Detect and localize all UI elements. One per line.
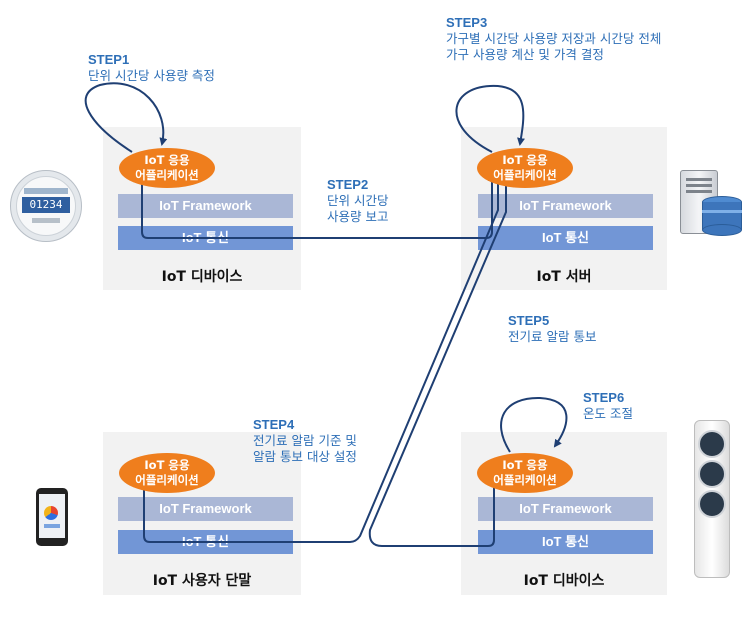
- panel-title-device-bottom: IoT 디바이스: [523, 573, 605, 589]
- app-label-line1: IoT 응용: [502, 458, 548, 472]
- panel-title-server: IoT 서버: [536, 269, 592, 285]
- step2-arrow: [141, 172, 496, 239]
- comm-bar-server: IoT 통신: [478, 226, 653, 250]
- app-label-line2: 어플리케이션: [135, 168, 199, 182]
- server-icon: [680, 170, 742, 240]
- step4-desc-line2: 알람 통보 대상 설정: [253, 449, 357, 464]
- step1-title: STEP1: [88, 52, 130, 67]
- step2-desc-line2: 사용량 보고: [327, 209, 389, 224]
- smart-meter-icon: 01234: [10, 170, 82, 242]
- framework-bar-server: IoT Framework: [478, 194, 653, 218]
- step3-title: STEP3: [446, 15, 488, 30]
- app-ellipse-server: IoT 응용 어플리케이션: [477, 148, 573, 188]
- step6-loop-arrow: [500, 396, 568, 453]
- step5-note: STEP5 전기료 알람 통보: [508, 313, 596, 345]
- step6-desc-line1: 온도 조절: [583, 406, 633, 421]
- framework-bar-user: IoT Framework: [118, 497, 293, 521]
- step2-note: STEP2 단위 시간당 사용량 보고: [327, 177, 388, 225]
- step5-title: STEP5: [508, 313, 550, 328]
- app-label-line1: IoT 응용: [502, 153, 548, 167]
- step4-desc-line1: 전기료 알람 기준 및: [253, 433, 357, 448]
- app-label-line2: 어플리케이션: [493, 473, 557, 487]
- app-ellipse-device-top: IoT 응용 어플리케이션: [119, 148, 215, 188]
- step3-desc-line1: 가구별 시간당 사용량 저장과 시간당 전체: [446, 31, 662, 46]
- comm-bar-device-bottom: IoT 통신: [478, 530, 653, 554]
- step6-title: STEP6: [583, 390, 625, 405]
- step1-loop-arrow: [84, 82, 168, 153]
- step4-note: STEP4 전기료 알람 기준 및 알람 통보 대상 설정: [253, 417, 357, 465]
- panel-title-device-top: IoT 디바이스: [161, 269, 243, 285]
- app-label-line2: 어플리케이션: [135, 473, 199, 487]
- step4-arrow: [143, 173, 502, 543]
- step5-desc-line1: 전기료 알람 통보: [508, 329, 597, 344]
- air-conditioner-icon: [694, 420, 730, 580]
- step3-desc-line2: 가구 사용량 계산 및 가격 결정: [446, 47, 604, 62]
- app-ellipse-user: IoT 응용 어플리케이션: [119, 453, 215, 493]
- app-label-line1: IoT 응용: [144, 153, 190, 167]
- step5-arrow: [368, 175, 507, 547]
- framework-bar-device-bottom: IoT Framework: [478, 497, 653, 521]
- step1-note: STEP1 단위 시간당 사용량 측정: [88, 52, 215, 84]
- smartphone-icon: [36, 488, 68, 546]
- app-ellipse-device-bottom: IoT 응용 어플리케이션: [477, 453, 573, 493]
- step6-note: STEP6 온도 조절: [583, 390, 633, 422]
- app-label-line2: 어플리케이션: [493, 168, 557, 182]
- step1-desc-line1: 단위 시간당 사용량 측정: [88, 68, 215, 83]
- step3-loop-arrow: [455, 84, 525, 153]
- step3-note: STEP3 가구별 시간당 사용량 저장과 시간당 전체 가구 사용량 계산 및…: [446, 15, 661, 63]
- step4-title: STEP4: [253, 417, 295, 432]
- panel-title-user: IoT 사용자 단말: [152, 573, 252, 589]
- step2-title: STEP2: [327, 177, 369, 192]
- app-label-line1: IoT 응용: [144, 458, 190, 472]
- meter-display: 01234: [22, 197, 70, 213]
- step2-desc-line1: 단위 시간당: [327, 193, 389, 208]
- framework-bar-device-top: IoT Framework: [118, 194, 293, 218]
